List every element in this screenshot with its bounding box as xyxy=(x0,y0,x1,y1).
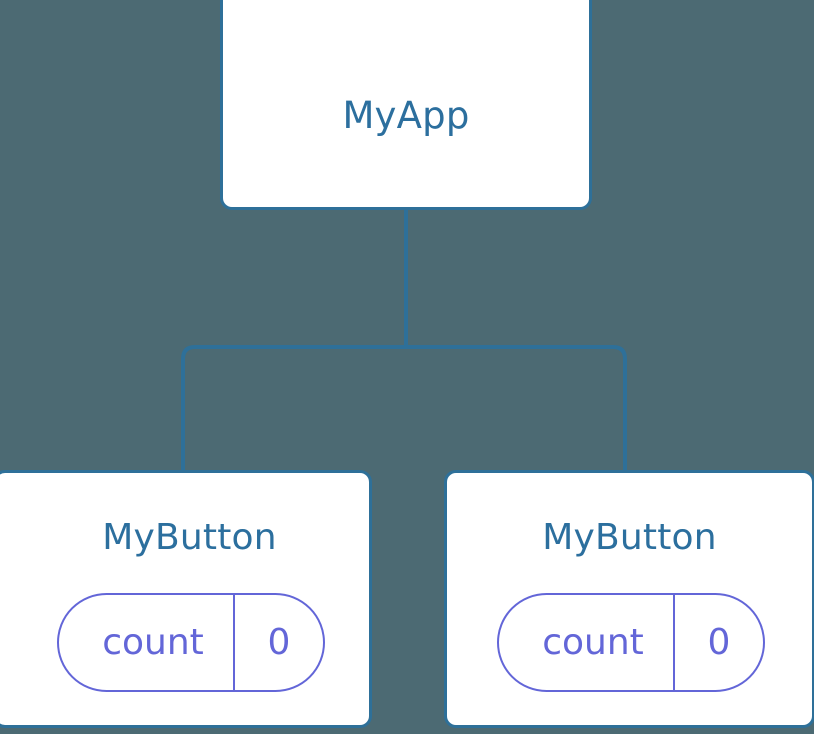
state-key: count xyxy=(102,621,204,663)
node-mybutton-left[interactable]: MyButton count 0 xyxy=(0,470,372,728)
node-title: MyButton xyxy=(102,517,277,558)
state-key: count xyxy=(542,621,644,663)
edge-root-to-child-left xyxy=(181,345,406,470)
state-value: 0 xyxy=(233,595,323,690)
node-title: MyButton xyxy=(542,517,717,558)
node-mybutton-right[interactable]: MyButton count 0 xyxy=(444,470,814,728)
state-pill-count[interactable]: count 0 xyxy=(497,593,765,692)
node-myapp[interactable]: MyApp xyxy=(220,0,592,210)
state-pill-count[interactable]: count 0 xyxy=(57,593,325,692)
node-title: MyApp xyxy=(342,94,470,137)
state-value: 0 xyxy=(673,595,763,690)
edge-root-to-child-right xyxy=(406,345,627,470)
